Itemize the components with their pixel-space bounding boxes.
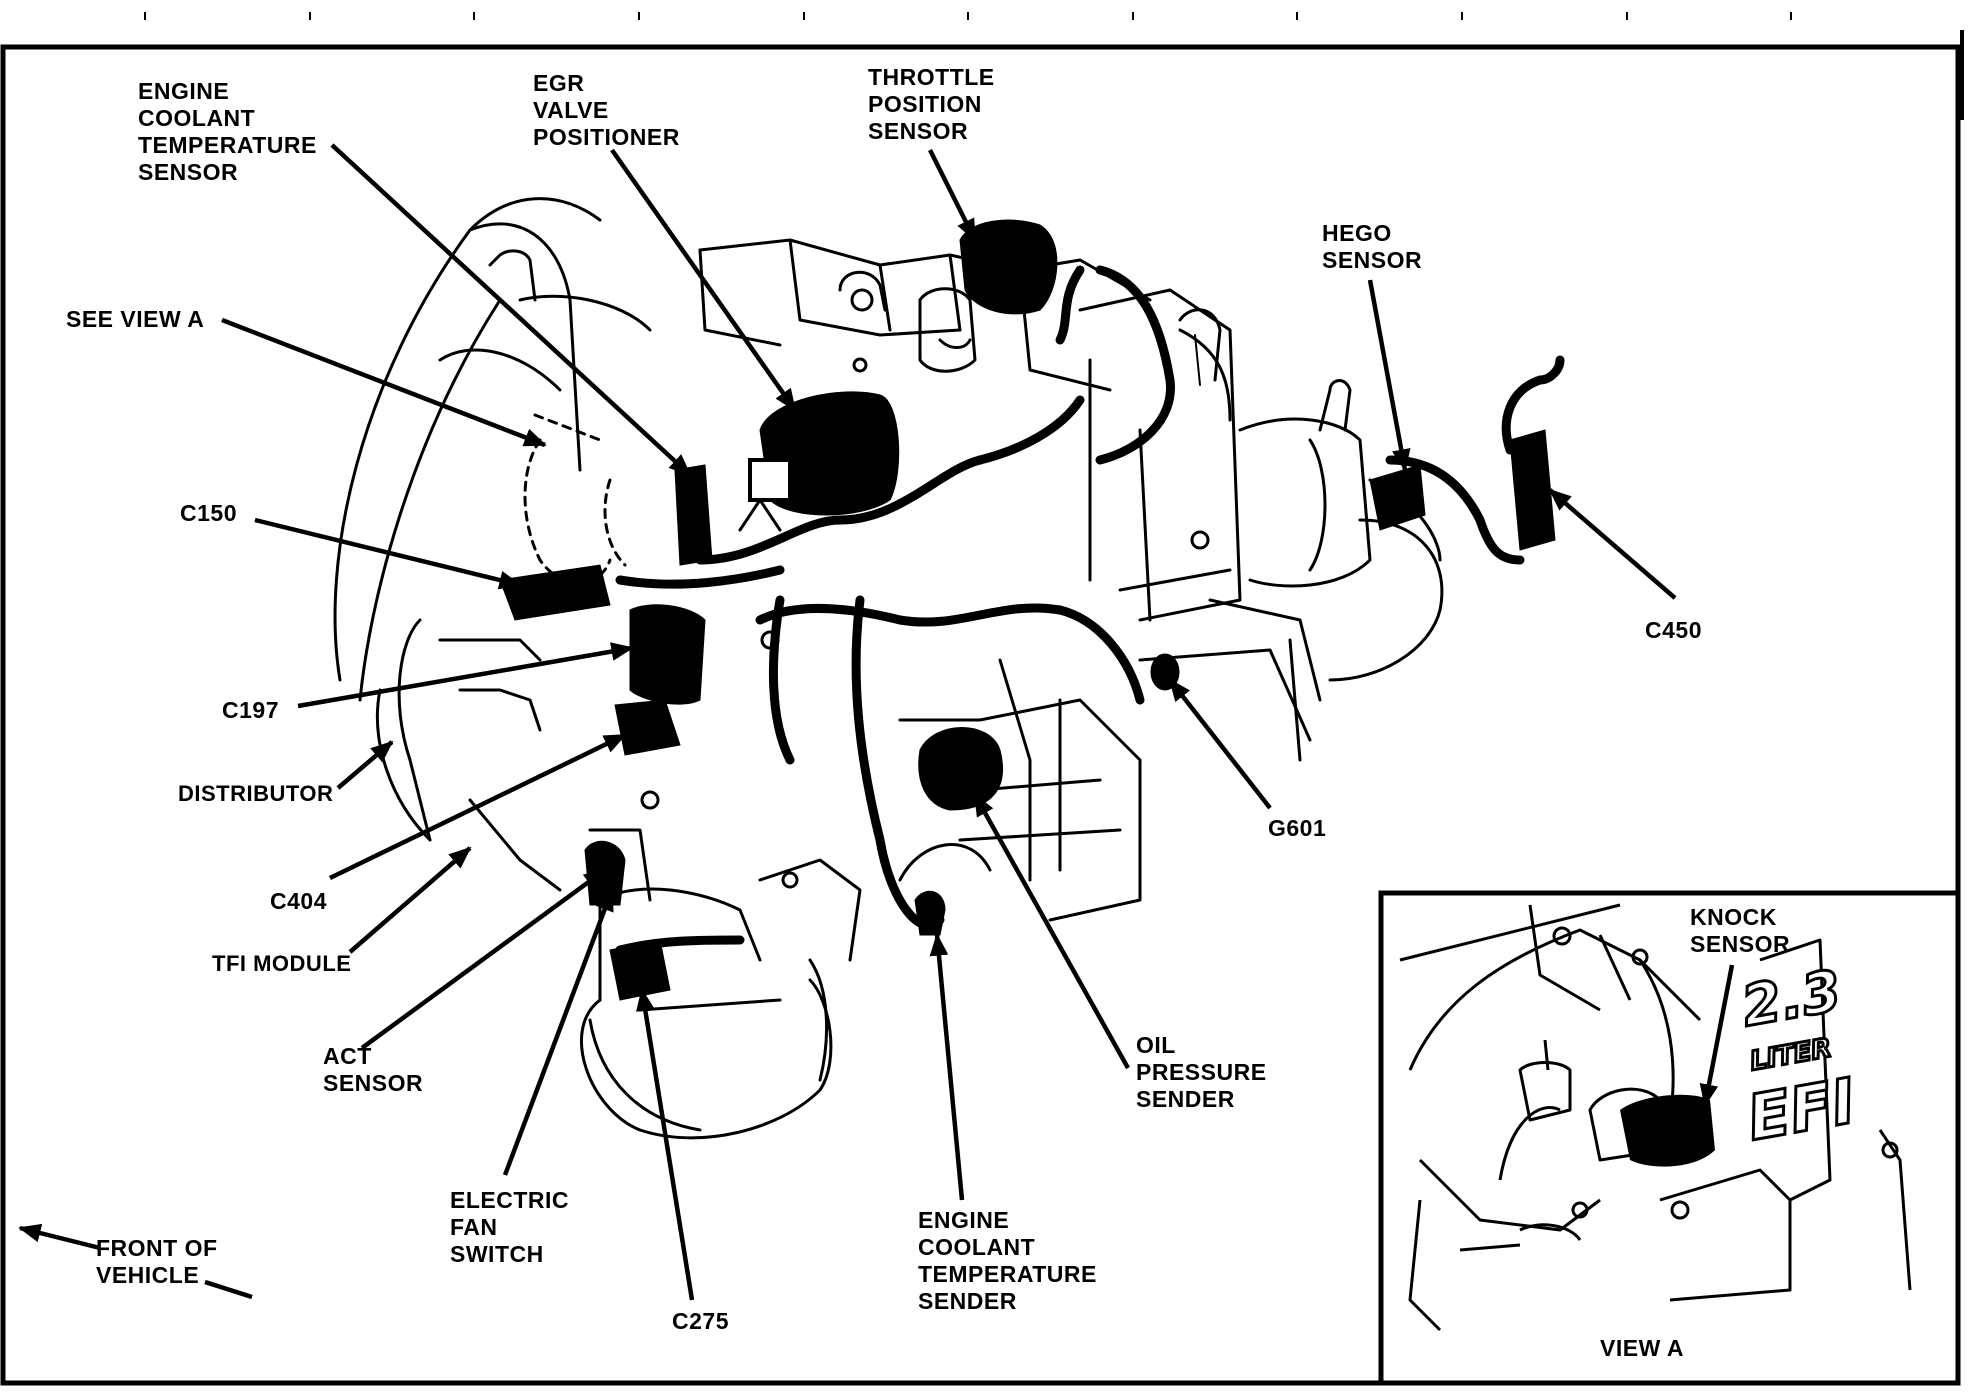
arrow-tfi-module (348, 846, 472, 954)
arrow-oil-pressure (973, 793, 1130, 1070)
front-of-vehicle-tail (204, 1279, 253, 1300)
label-distributor: DISTRIBUTOR (178, 781, 334, 806)
arrow-see-view-a (221, 317, 547, 448)
label-view-a: VIEW A (1600, 1335, 1684, 1361)
label-g601: G601 (1268, 815, 1327, 841)
arrow-c450 (1548, 488, 1677, 600)
label-knock-sensor: KNOCK SENSOR (1690, 904, 1791, 957)
arrow-ect-sender (929, 933, 965, 1201)
arrow-electric-fan (502, 888, 615, 1176)
diagram-frame (0, 44, 1961, 1386)
arrow-distributor (336, 740, 394, 790)
label-c404: C404 (270, 888, 327, 914)
label-ect-sensor: ENGINE COOLANT TEMPERATURE SENSOR (138, 78, 317, 185)
arrow-c404 (329, 732, 627, 881)
arrow-c197 (297, 642, 634, 709)
label-oil-pressure-sender: OIL PRESSURE SENDER (1136, 1032, 1267, 1112)
arrow-egr-valve (610, 148, 797, 412)
label-tfi-module: TFI MODULE (212, 951, 352, 976)
view-a-inset: 2.3 LITER EFI (1378, 890, 1961, 1386)
leader-arrows (18, 143, 1735, 1301)
label-c197: C197 (222, 697, 279, 723)
label-act-sensor: ACT SENSOR (323, 1043, 424, 1096)
arrow-knock-sensor (1699, 964, 1735, 1107)
engine-illustration (333, 197, 1444, 1140)
label-ect-sender: ENGINE COOLANT TEMPERATURE SENDER (918, 1207, 1097, 1314)
arrow-act-sensor (360, 868, 607, 1050)
label-electric-fan-switch: ELECTRIC FAN SWITCH (450, 1187, 569, 1267)
label-hego-sensor: HEGO SENSOR (1322, 220, 1423, 273)
highlighted-components (499, 219, 1556, 1001)
arrow-ect-sensor (330, 143, 692, 477)
label-front-of-vehicle: FRONT OF VEHICLE (96, 1235, 218, 1288)
label-see-view-a: SEE VIEW A (66, 306, 205, 332)
arrow-throttle-sensor (927, 148, 978, 242)
label-c275: C275 (672, 1308, 729, 1334)
label-c450: C450 (1645, 617, 1702, 643)
arrow-g601 (1168, 678, 1272, 810)
wiring-harness (615, 265, 1565, 955)
ruler-ticks (144, 12, 1792, 20)
label-throttle-position-sensor: THROTTLE POSITION SENSOR (868, 64, 995, 144)
arrow-c150 (254, 517, 522, 590)
arrow-c275 (636, 988, 695, 1301)
label-egr-valve-positioner: EGR VALVE POSITIONER (533, 70, 680, 150)
arrow-front-of-vehicle (18, 1223, 101, 1251)
label-c150: C150 (180, 500, 237, 526)
arrow-hego-sensor (1367, 279, 1411, 472)
